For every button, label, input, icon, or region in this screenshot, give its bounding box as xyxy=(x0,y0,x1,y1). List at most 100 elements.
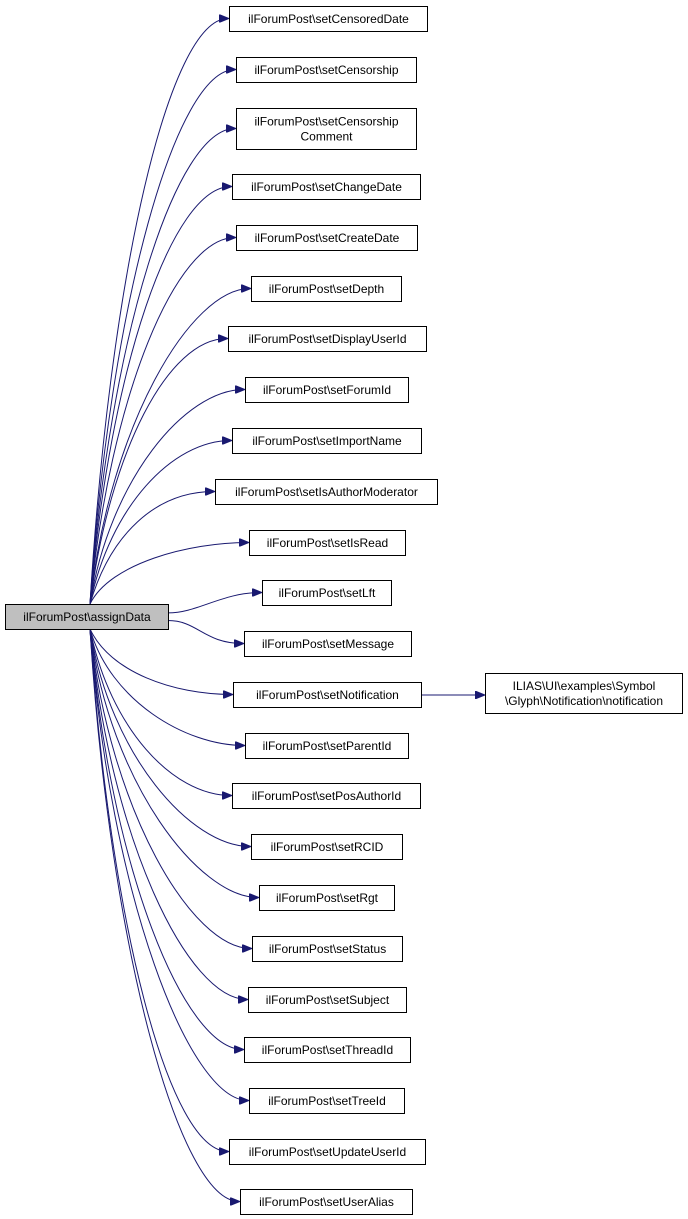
callee-node[interactable]: ilForumPost\setUpdateUserId xyxy=(229,1139,426,1165)
node-label: ilForumPost\setDisplayUserId xyxy=(248,332,406,346)
call-edge xyxy=(89,628,244,746)
call-edge xyxy=(89,129,235,605)
node-box xyxy=(249,1088,405,1114)
callee-node[interactable]: ilForumPost\setChangeDate xyxy=(232,174,421,200)
node-label: ilForumPost\setUpdateUserId xyxy=(249,1145,406,1159)
call-edge xyxy=(89,628,228,1152)
callee-node[interactable]: ilForumPost\setCensorship xyxy=(236,57,417,83)
call-edge xyxy=(89,390,244,605)
node-box xyxy=(5,604,169,630)
callee-node[interactable]: ilForumPost\setImportName xyxy=(232,428,422,454)
node-box xyxy=(245,733,409,759)
call-edge xyxy=(89,19,228,605)
callee-node[interactable]: ilForumPost\setThreadId xyxy=(244,1037,411,1063)
node-label: ilForumPost\setChangeDate xyxy=(251,180,402,194)
call-edge xyxy=(167,620,243,644)
call-edge xyxy=(89,628,258,898)
call-edge xyxy=(89,289,250,605)
call-edge xyxy=(89,628,232,695)
callee-node[interactable]: ilForumPost\setRCID xyxy=(251,834,403,860)
node-label: ilForumPost\setCensorship xyxy=(254,115,398,129)
node-label: \Glyph\Notification\notification xyxy=(505,694,663,708)
callee-node[interactable]: ilForumPost\setDepth xyxy=(251,276,402,302)
node-box xyxy=(215,479,438,505)
call-edge xyxy=(89,70,235,605)
callee-node[interactable]: ilForumPost\setStatus xyxy=(252,936,403,962)
node-box xyxy=(233,682,422,708)
node-label: ilForumPost\setIsAuthorModerator xyxy=(235,485,418,499)
callee-node[interactable]: ilForumPost\setLft xyxy=(262,580,392,606)
callee-node[interactable]: ilForumPost\setTreeId xyxy=(249,1088,405,1114)
call-edge xyxy=(89,628,243,1050)
node-label: ilForumPost\setIsRead xyxy=(267,536,388,550)
callee-node[interactable]: ilForumPost\setUserAlias xyxy=(240,1189,413,1215)
call-edge xyxy=(89,628,251,949)
call-edge xyxy=(89,492,214,605)
node-box xyxy=(232,428,422,454)
node-box xyxy=(232,783,421,809)
callee-node[interactable]: ilForumPost\setPosAuthorId xyxy=(232,783,421,809)
node-label: ilForumPost\assignData xyxy=(23,610,151,624)
node-box xyxy=(244,631,412,657)
root-node-assign-data[interactable]: ilForumPost\assignData xyxy=(5,604,169,630)
node-box xyxy=(248,987,407,1013)
call-edge xyxy=(89,187,231,605)
node-label: ilForumPost\setLft xyxy=(279,586,376,600)
node-label: ilForumPost\setForumId xyxy=(263,383,391,397)
call-edge xyxy=(89,628,248,1101)
node-box xyxy=(236,57,417,83)
node-box xyxy=(251,834,403,860)
call-edge xyxy=(89,543,248,605)
callee-node[interactable]: ilForumPost\setCensoredDate xyxy=(229,6,428,32)
node-box xyxy=(229,6,428,32)
callee-node[interactable]: ilForumPost\setIsAuthorModerator xyxy=(215,479,438,505)
callee-node[interactable]: ilForumPost\setSubject xyxy=(248,987,407,1013)
node-label: ilForumPost\setRCID xyxy=(271,840,384,854)
node-label: ilForumPost\setNotification xyxy=(256,688,399,702)
node-box xyxy=(232,174,421,200)
call-edge xyxy=(89,441,231,605)
callee-node[interactable]: ilForumPost\setNotification xyxy=(233,682,422,708)
callee-node[interactable]: ilForumPost\setParentId xyxy=(245,733,409,759)
node-box xyxy=(236,108,417,150)
callee-node[interactable]: ilForumPost\setDisplayUserId xyxy=(228,326,427,352)
node-label: ilForumPost\setStatus xyxy=(269,942,386,956)
call-edge xyxy=(167,593,261,614)
call-edge xyxy=(89,628,231,796)
node-label: ilForumPost\setDepth xyxy=(269,282,384,296)
callee-node[interactable]: ilForumPost\setMessage xyxy=(244,631,412,657)
nodes: ilForumPost\assignData ilForumPost\setCen… xyxy=(5,6,683,1215)
callee-node[interactable]: ilForumPost\setRgt xyxy=(259,885,395,911)
node-label: ilForumPost\setRgt xyxy=(276,891,379,905)
node-label: ilForumPost\setParentId xyxy=(263,739,392,753)
node-box xyxy=(240,1189,413,1215)
call-edge xyxy=(89,238,235,605)
node-label: ilForumPost\setCensoredDate xyxy=(248,12,409,26)
node-label: ilForumPost\setTreeId xyxy=(268,1094,386,1108)
node-box xyxy=(252,936,403,962)
node-label: ilForumPost\setImportName xyxy=(252,434,402,448)
node-label: ilForumPost\setPosAuthorId xyxy=(252,789,401,803)
node-label: ilForumPost\setCensorship xyxy=(254,63,398,77)
node-label: ilForumPost\setThreadId xyxy=(262,1043,393,1057)
node-label: ILIAS\UI\examples\Symbol xyxy=(513,679,656,693)
node-box xyxy=(244,1037,411,1063)
node-box xyxy=(249,530,406,556)
callee-node[interactable]: ilForumPost\setCreateDate xyxy=(236,225,418,251)
node-box xyxy=(236,225,418,251)
callee-node[interactable]: ilForumPost\setIsRead xyxy=(249,530,406,556)
node-label: Comment xyxy=(300,130,353,144)
node-box xyxy=(259,885,395,911)
call-edge xyxy=(89,628,250,847)
node-label: ilForumPost\setUserAlias xyxy=(259,1195,394,1209)
node-box xyxy=(262,580,392,606)
callee-node[interactable]: ilForumPost\setForumId xyxy=(245,377,409,403)
node-label: ilForumPost\setCreateDate xyxy=(255,231,400,245)
node-box xyxy=(229,1139,426,1165)
edges xyxy=(89,19,484,1202)
external-node-notification[interactable]: ILIAS\UI\examples\Symbol\Glyph\Notificat… xyxy=(485,673,683,714)
call-edge xyxy=(89,628,239,1202)
node-box xyxy=(245,377,409,403)
